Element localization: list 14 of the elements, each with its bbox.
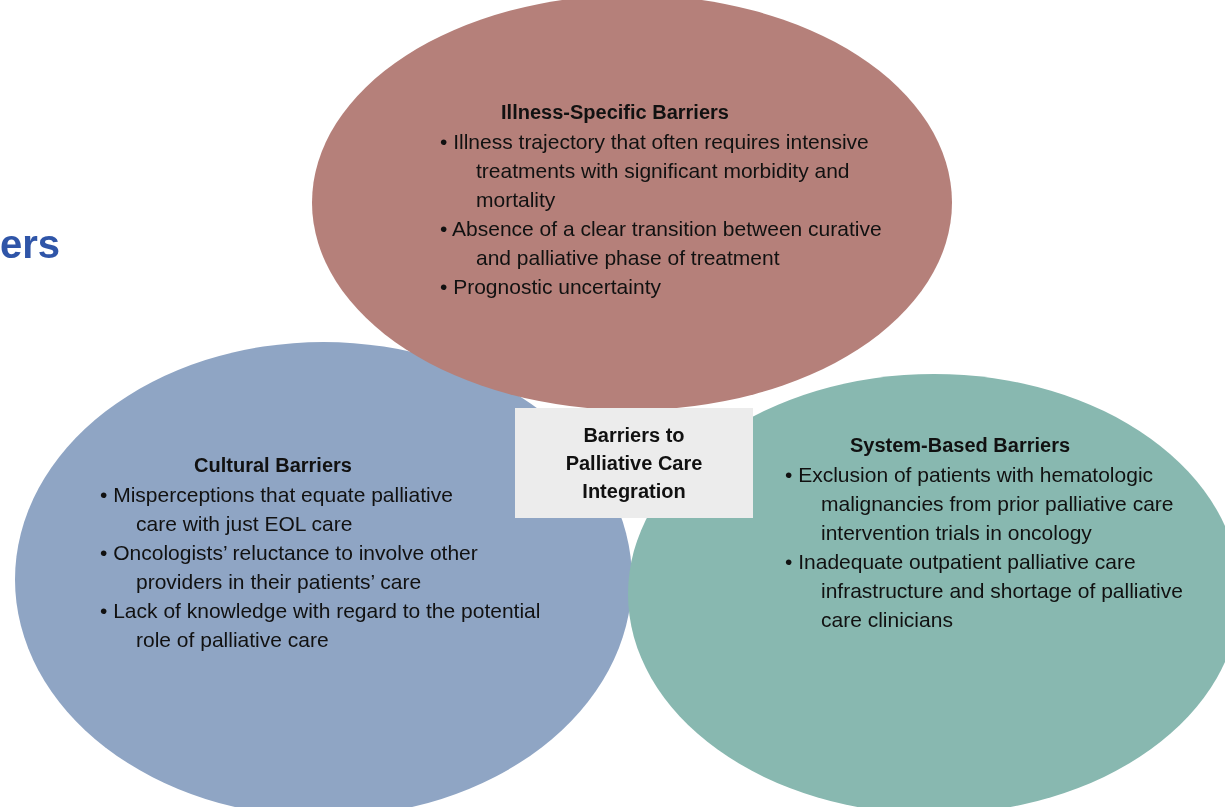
bullet-item: • Illness trajectory that often requires intensive treatments with significant morbidity and mortality [440, 129, 870, 213]
center-title: Barriers to Palliative Care Integration [564, 423, 704, 504]
circle-heading: System-Based Barriers [848, 434, 1072, 457]
bullet-item: • Prognostic uncertainty [440, 274, 662, 300]
bullet-item: • Misperceptions that equate palliative care with just EOL care [100, 482, 454, 537]
circle-heading: Cultural Barriers [193, 454, 353, 477]
center-box [515, 408, 753, 518]
bullet-item: • Exclusion of patients with hematologic malignancies from prior palliative care intervention trials in oncology [785, 462, 1175, 546]
bullet-item: • Lack of knowledge with regard to the potential role of palliative care [100, 598, 542, 653]
bullet-item: • Inadequate outpatient palliative care infrastructure and shortage of palliative care clinicians [785, 549, 1184, 633]
circle-heading: Illness-Specific Barriers [500, 101, 730, 124]
bullet-item: • Absence of a clear transition between curative and palliative phase of treatment [440, 216, 883, 271]
bullet-item: • Oncologists’ reluctance to involve other providers in their patients’ care [100, 540, 479, 595]
title-fragment: ers [0, 222, 61, 267]
